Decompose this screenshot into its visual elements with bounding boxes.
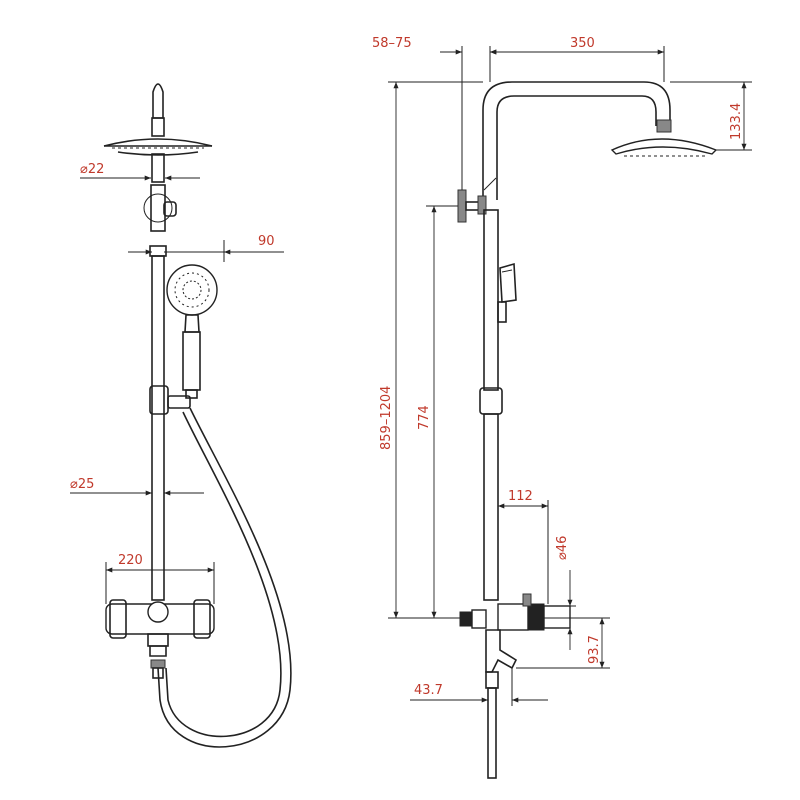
slide-rail	[151, 255, 165, 601]
label-arm-reach: 350	[570, 36, 595, 51]
upper-tube	[150, 184, 166, 232]
label-height-range: 859–1204	[379, 386, 394, 450]
dim-arm-reach: 350	[490, 36, 665, 82]
label-spout-drop: 93.7	[587, 635, 602, 664]
shower-hose	[157, 407, 292, 748]
dim-knob-diameter: ⌀46	[544, 536, 576, 650]
head-connector	[151, 117, 165, 137]
shower-arm	[482, 81, 671, 200]
hand-shower	[166, 264, 218, 399]
thermostatic-mixer	[105, 599, 215, 647]
side-hand-shower	[497, 262, 517, 323]
head-nut	[656, 119, 672, 133]
label-handshower-offset: 90	[258, 234, 275, 249]
dim-rail-diameter: ⌀25	[70, 477, 204, 496]
label-mixer-width: 220	[118, 553, 143, 568]
dim-height-range: 859–1204	[379, 81, 483, 619]
dim-arm-diameter: ⌀22	[80, 162, 200, 181]
label-arm-diameter: ⌀22	[80, 162, 104, 177]
side-view	[457, 81, 718, 779]
dim-mixer-width: 220	[105, 553, 215, 604]
label-knob-diameter: ⌀46	[555, 536, 570, 560]
upper-rail	[151, 153, 165, 183]
dim-wall-offset: 58–75	[372, 36, 512, 190]
side-rain-head	[610, 138, 718, 155]
front-view	[103, 83, 292, 748]
wall-bracket	[457, 177, 497, 223]
side-slider	[479, 387, 503, 415]
dim-riser-height: 774	[417, 205, 458, 618]
dim-spout-drop: 93.7	[516, 617, 610, 669]
side-mixer	[459, 593, 571, 631]
side-rail-lower	[483, 413, 499, 601]
label-wall-offset: 58–75	[372, 36, 412, 51]
top-finial	[152, 83, 164, 119]
label-rail-diameter: ⌀25	[70, 477, 94, 492]
arm-joint	[143, 193, 173, 223]
label-mixer-depth: 112	[508, 489, 533, 504]
rain-shower-head	[103, 138, 213, 156]
joint-knob	[163, 201, 177, 217]
tub-spout	[149, 645, 167, 679]
label-head-drop: 133.4	[729, 103, 744, 140]
side-rail-upper	[483, 209, 499, 391]
dim-handshower-offset: 90	[128, 234, 284, 262]
dim-mixer-depth: 112	[498, 489, 549, 604]
dim-spout-offset: 43.7	[410, 668, 548, 706]
slider-holder	[167, 395, 191, 409]
label-riser-height: 774	[417, 405, 432, 430]
label-spout-offset: 43.7	[414, 683, 443, 698]
rail-collar	[149, 245, 167, 257]
dim-head-drop: 133.4	[670, 81, 752, 151]
